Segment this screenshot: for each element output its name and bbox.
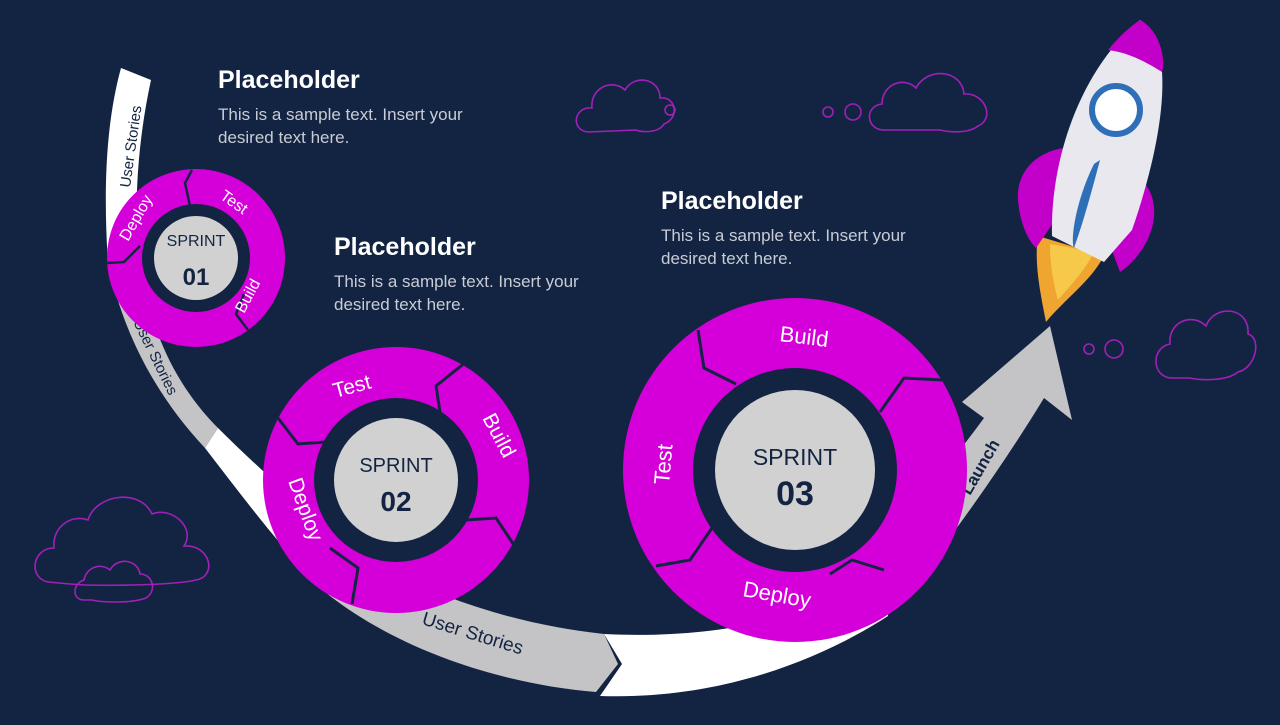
arrow-segment-top xyxy=(105,68,151,264)
sprint-02-label: SPRINT xyxy=(359,455,432,477)
sprint-03-number: 03 xyxy=(776,475,814,513)
rocket-window-icon xyxy=(1089,83,1143,137)
cloud-dot-icon xyxy=(1083,343,1095,355)
sprint-01-cycle: SPRINT 01 Deploy Test Build xyxy=(106,169,285,347)
sprint-03-hub xyxy=(715,390,875,550)
sprint-03-phase-build: Build xyxy=(778,321,830,352)
callout-2: Placeholder This is a sample text. Inser… xyxy=(334,233,584,316)
cloud-icon xyxy=(1155,310,1257,381)
sprint-02-number: 02 xyxy=(380,486,411,517)
callout-1-body: This is a sample text. Insert your desir… xyxy=(218,105,463,147)
cloud-icon xyxy=(575,79,675,133)
cloud-icon xyxy=(868,72,988,133)
sprint-03-phase-test: Test xyxy=(649,443,677,485)
cloud-dot-icon xyxy=(844,103,862,121)
cloud-dot-icon xyxy=(1104,339,1124,359)
sprint-03-cycle: SPRINT 03 Build Test Deploy xyxy=(623,298,967,642)
sprint-02-cycle: SPRINT 02 Test Build Deploy xyxy=(263,347,529,613)
callout-2-title: Placeholder xyxy=(334,233,476,261)
sprint-01-label: SPRINT xyxy=(167,233,226,250)
sprint-01-number: 01 xyxy=(183,264,210,291)
sprint-02-hub xyxy=(334,418,458,542)
sprint-01-hub xyxy=(154,216,238,300)
cloud-dot-icon xyxy=(822,106,834,118)
callout-3: Placeholder This is a sample text. Inser… xyxy=(661,187,911,270)
rocket-icon xyxy=(1017,20,1164,322)
callout-1-title: Placeholder xyxy=(218,66,360,94)
cloud-dot-icon xyxy=(664,104,676,116)
sprint-03-label: SPRINT xyxy=(753,444,837,470)
callout-2-body: This is a sample text. Insert your desir… xyxy=(334,272,579,314)
cloud-icon xyxy=(74,560,154,603)
cloud-icon xyxy=(34,496,210,586)
callout-3-body: This is a sample text. Insert your desir… xyxy=(661,226,906,268)
callout-3-title: Placeholder xyxy=(661,187,803,215)
callout-1: Placeholder This is a sample text. Inser… xyxy=(218,66,468,149)
